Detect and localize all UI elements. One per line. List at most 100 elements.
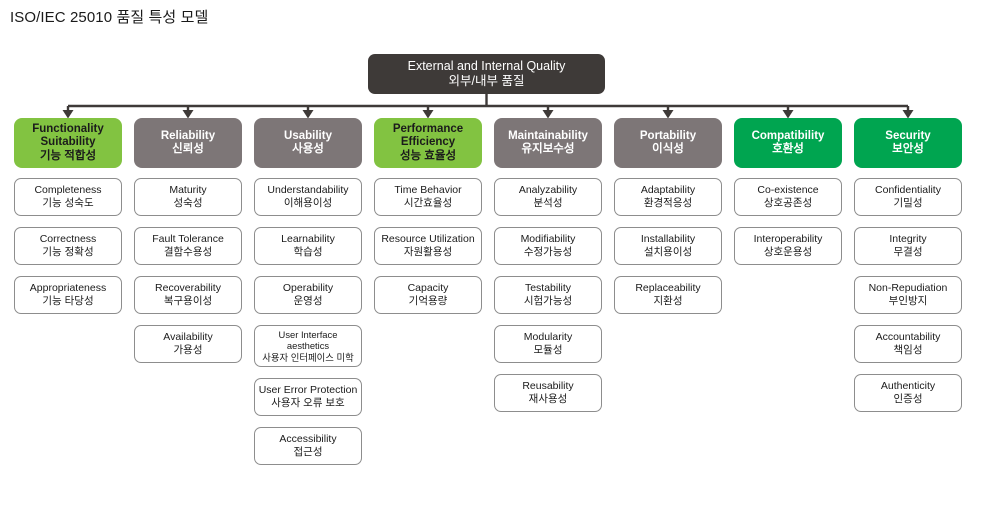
subcharacteristic-label-ko: 시간효율성 — [403, 197, 453, 209]
subcharacteristic-label-ko: 상호공존성 — [763, 197, 813, 209]
subcharacteristic-label-en: Maturity — [169, 184, 207, 197]
category-label-en: Usability — [284, 129, 332, 142]
root-node-label-ko: 외부/내부 품질 — [448, 74, 525, 88]
subcharacteristic-label-ko: 책임성 — [893, 344, 923, 356]
subcharacteristic-label-en: Modularity — [523, 331, 573, 344]
subcharacteristic-label-en: Confidentiality — [875, 184, 941, 197]
category-label-ko: 성능 효율성 — [399, 149, 457, 162]
subcharacteristic-label-en: Recoverability — [155, 282, 221, 295]
subcharacteristic-label-en: Accountability — [875, 331, 941, 344]
category-label-ko: 호환성 — [772, 143, 804, 155]
subcharacteristic-label-ko: 성숙성 — [173, 197, 203, 209]
root-node-label-en: External and Internal Quality — [407, 59, 566, 74]
subcharacteristic-label-ko: 인증성 — [893, 393, 923, 405]
subcharacteristic-label-en: Accessibility — [279, 433, 337, 446]
subcharacteristic-label-ko: 시험가능성 — [523, 295, 573, 307]
subcharacteristic-label-ko: 재사용성 — [528, 393, 568, 405]
subcharacteristic-label-ko: 사용자 오류 보호 — [271, 396, 345, 409]
subcharacteristic-label-ko: 분석성 — [533, 197, 563, 209]
subcharacteristic-label-en: User Error Protection — [258, 384, 358, 397]
subcharacteristic-label-ko: 기억용량 — [408, 295, 448, 307]
subcharacteristic-label-en: Capacity — [407, 282, 449, 295]
subcharacteristic-label-ko: 이해용이성 — [283, 197, 333, 209]
category-label-ko: 신뢰성 — [172, 143, 204, 155]
subcharacteristic-label-ko: 설치용이성 — [643, 246, 693, 258]
subcharacteristic-label-en: Integrity — [889, 233, 927, 246]
subcharacteristic-label-ko: 기능 정확성 — [42, 246, 94, 258]
category-label-en: Maintainability — [508, 129, 588, 142]
subcharacteristic-label-en: Non-Repudiation — [868, 282, 948, 295]
subcharacteristic-label-ko: 모듈성 — [533, 344, 563, 356]
subcharacteristic-label-en: Learnability — [281, 233, 335, 246]
subcharacteristic-label-en: Analyzability — [518, 184, 578, 197]
category-label-en: Security — [885, 129, 931, 142]
category-label-en: Performance Efficiency — [392, 123, 464, 149]
subcharacteristic-label-en: Adaptability — [640, 184, 696, 197]
subcharacteristic-label-ko: 기능 타당성 — [42, 295, 94, 307]
root-node-external-internal-quality[interactable]: External and Internal Quality 외부/내부 품질 — [368, 54, 605, 94]
subcharacteristic-label-ko: 운영성 — [293, 295, 323, 307]
subcharacteristic-label-en: Co-existence — [757, 184, 819, 197]
category-label-ko: 유지보수성 — [521, 143, 575, 155]
subcharacteristic-label-en: Understandability — [267, 184, 349, 197]
page-title: ISO/IEC 25010 품질 특성 모델 — [10, 9, 209, 26]
subcharacteristic-label-ko: 기능 성숙도 — [42, 197, 94, 209]
subcharacteristic-label-en: Correctness — [39, 233, 97, 246]
quality-model-diagram: External and Internal Quality 외부/내부 품질 F… — [0, 34, 985, 520]
subcharacteristic-label-ko: 기밀성 — [893, 197, 923, 209]
subcharacteristic-label-ko: 가용성 — [173, 344, 203, 356]
